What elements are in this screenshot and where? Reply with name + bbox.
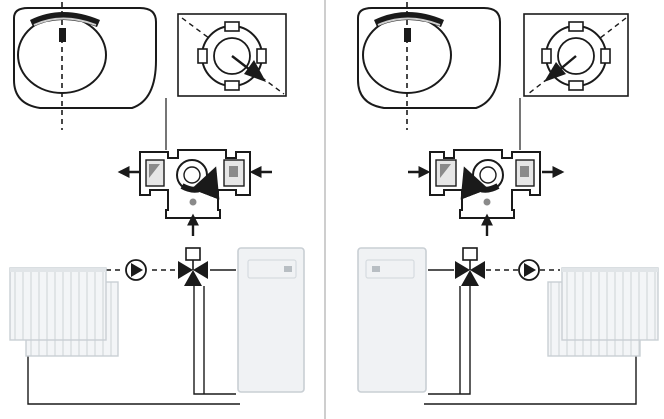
pump-icon (518, 259, 540, 281)
radiator (9, 267, 119, 357)
radiator (547, 267, 659, 357)
three-way-valve-section (139, 149, 251, 219)
actuator-icon (13, 7, 157, 109)
boiler (357, 247, 427, 393)
detail-inset (177, 13, 287, 97)
actuator-icon (357, 7, 501, 109)
piping (27, 269, 240, 405)
pointer-marker (244, 60, 266, 82)
piping (424, 269, 637, 405)
detail-inset (523, 13, 629, 97)
panel-right (357, 2, 659, 405)
three-way-valve-section (429, 149, 541, 219)
actuator-knob (59, 28, 66, 42)
boiler (237, 247, 305, 393)
valve-icon (178, 247, 208, 286)
valve-icon (455, 247, 485, 286)
panel-left (9, 2, 305, 405)
actuator-knob (404, 28, 411, 42)
pump-icon (125, 259, 147, 281)
